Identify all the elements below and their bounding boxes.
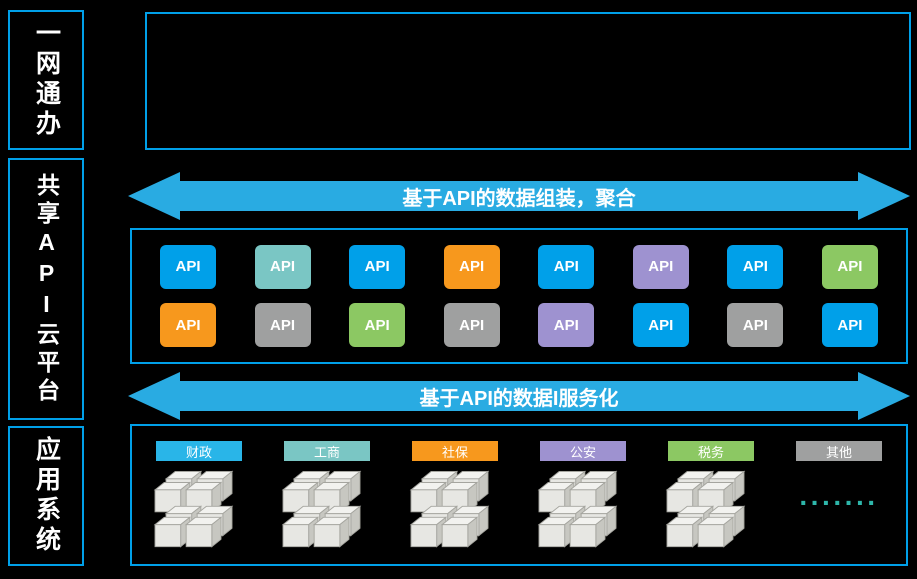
api-tile: API (632, 303, 689, 348)
api-row-1: API API API API API API API API (160, 244, 878, 289)
api-tile: API (160, 303, 216, 348)
database-cluster-icon (666, 471, 745, 548)
arrow-data-assembly: 基于API的数据组装，聚合 (128, 172, 910, 220)
arrow-left-head-icon (128, 372, 180, 420)
arrow-bar: 基于API的数据组装，聚合 (175, 181, 863, 211)
api-tile: API (254, 244, 311, 289)
api-tile: API (254, 303, 311, 348)
system-label: 工商 (284, 441, 370, 461)
arrow-right-head-icon (858, 172, 910, 220)
arrow-right-head-icon (858, 372, 910, 420)
api-tile: API (443, 303, 500, 348)
api-tile: API (727, 244, 784, 289)
sidebar-section-application-systems: 应用系统 (8, 426, 84, 566)
sidebar-section-shared-api-cloud: 共享API云平台 (8, 158, 84, 420)
arrow-left-head-icon (128, 172, 180, 220)
api-tile: API (727, 303, 784, 348)
system-label: 其他 (796, 441, 882, 461)
system-label: 税务 (668, 441, 754, 461)
api-tile: API (160, 244, 216, 289)
api-row-2: API API API API API API API API (160, 303, 878, 348)
system-social-security: 社保 (394, 441, 516, 564)
database-cluster-icon (282, 471, 361, 548)
database-cluster-icon (538, 471, 617, 548)
system-taxation: 税务 (650, 441, 772, 564)
sidebar-section-label: 应用系统 (32, 436, 61, 556)
api-grid-panel: API API API API API API API API API API … (130, 228, 908, 364)
sidebar-section-label: 共享API云平台 (33, 172, 60, 406)
system-finance: 财政 (138, 441, 260, 564)
top-panel (145, 12, 911, 150)
sidebar-section-label: 一网通办 (32, 20, 61, 140)
api-tile: API (632, 244, 689, 289)
application-systems-panel: 财政 工商 社保 (130, 424, 908, 566)
sidebar-section-one-network: 一网通办 (8, 10, 84, 150)
database-cluster-icon (410, 471, 489, 548)
api-tile: API (443, 244, 500, 289)
system-label: 社保 (412, 441, 498, 461)
ellipsis-dots: ······· (799, 487, 879, 518)
system-label: 公安 (540, 441, 626, 461)
api-tile: API (821, 303, 878, 348)
system-label: 财政 (156, 441, 242, 461)
api-tile: API (349, 303, 406, 348)
arrow-data-service-label: 基于API的数据I服务化 (419, 387, 619, 410)
database-cluster-icon (154, 471, 233, 548)
api-tile: API (538, 303, 595, 348)
system-other: 其他 ······· (778, 441, 900, 564)
api-tile: API (349, 244, 406, 289)
api-tile: API (538, 244, 595, 289)
arrow-data-assembly-label: 基于API的数据组装，聚合 (402, 187, 636, 210)
api-tile: API (821, 244, 878, 289)
system-industry-commerce: 工商 (266, 441, 388, 564)
arrow-bar: 基于API的数据I服务化 (175, 381, 863, 411)
system-public-security: 公安 (522, 441, 644, 564)
arrow-data-service: 基于API的数据I服务化 (128, 372, 910, 420)
